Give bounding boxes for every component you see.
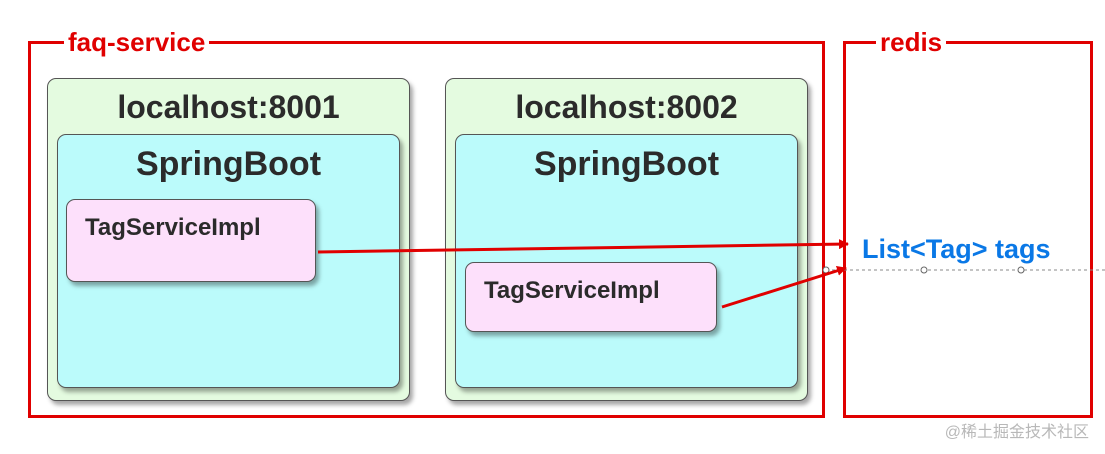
arrow-8002-to-redis <box>721 265 847 309</box>
springboot-app-8002: SpringBoot <box>455 134 798 388</box>
springboot-app-8002-title: SpringBoot <box>533 145 720 183</box>
redis-key-label: List<Tag> tags <box>862 234 1051 264</box>
key-underline-handle <box>920 266 928 274</box>
faq-service-group-label: faq-service <box>64 29 210 55</box>
faq-service-group <box>28 41 825 418</box>
tag-service-impl-8002-label: TagServiceImpl <box>484 277 660 304</box>
watermark: @稀土掘金技术社区 <box>944 424 1089 441</box>
host-8001-title: localhost:8001 <box>117 89 340 125</box>
tag-service-impl-8001: TagServiceImpl <box>66 199 316 282</box>
tag-service-impl-8002: TagServiceImpl <box>465 262 717 332</box>
redis-group-label: redis <box>876 29 947 55</box>
tag-service-impl-8001-label: TagServiceImpl <box>85 214 261 241</box>
key-underline-handle <box>1017 266 1025 274</box>
host-8002-title: localhost:8002 <box>515 89 738 125</box>
springboot-app-8001-title: SpringBoot <box>135 145 322 183</box>
arrow-8001-to-redis <box>317 239 849 254</box>
redis-group <box>843 41 1093 418</box>
